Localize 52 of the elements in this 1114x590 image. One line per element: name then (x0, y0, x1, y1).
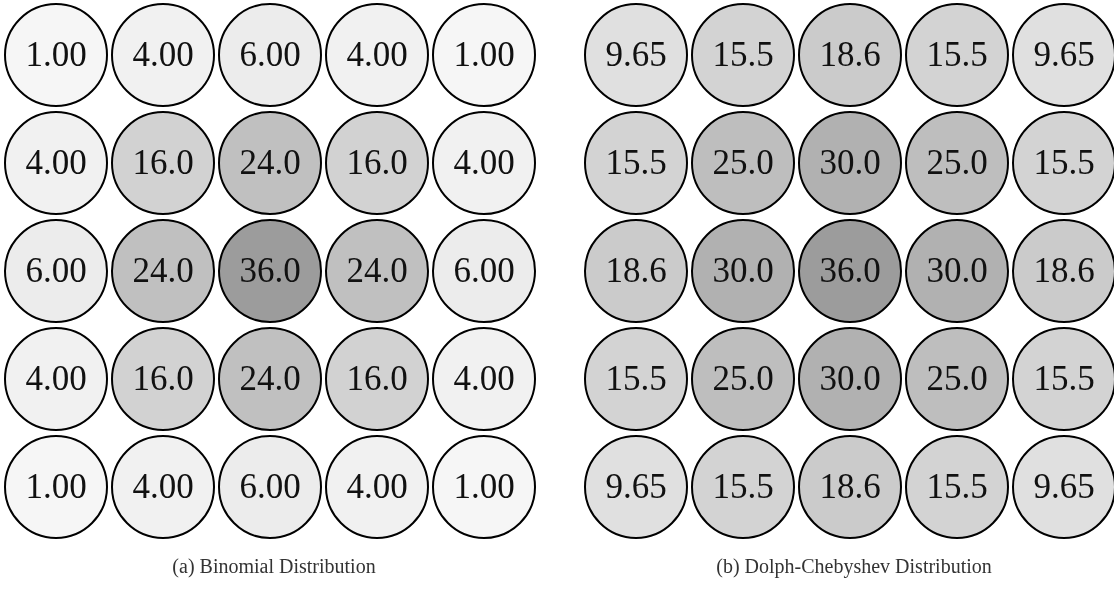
value-text: 4.00 (132, 35, 194, 75)
value-text: 4.00 (453, 143, 515, 183)
value-text: 18.6 (1033, 251, 1095, 291)
value-text: 9.65 (605, 35, 667, 75)
value-text: 25.0 (712, 143, 774, 183)
caption-text: (a) Binomial Distribution (172, 555, 376, 578)
caption-text: (b) Dolph-Chebyshev Distribution (716, 555, 992, 578)
value-text: 30.0 (926, 251, 988, 291)
value-text: 4.00 (346, 35, 408, 75)
value-text: 15.5 (1033, 143, 1095, 183)
value-text: 36.0 (239, 251, 301, 291)
value-text: 25.0 (926, 143, 988, 183)
value-text: 15.5 (1033, 359, 1095, 399)
value-text: 1.00 (25, 35, 87, 75)
value-text: 24.0 (239, 359, 301, 399)
value-text: 36.0 (819, 251, 881, 291)
value-text: 24.0 (346, 251, 408, 291)
value-text: 4.00 (25, 143, 87, 183)
value-text: 24.0 (239, 143, 301, 183)
value-text: 15.5 (926, 467, 988, 507)
value-text: 16.0 (346, 359, 408, 399)
value-text: 24.0 (132, 251, 194, 291)
value-text: 30.0 (819, 359, 881, 399)
value-text: 15.5 (926, 35, 988, 75)
value-text: 30.0 (712, 251, 774, 291)
value-text: 15.5 (605, 359, 667, 399)
value-text: 18.6 (605, 251, 667, 291)
value-text: 9.65 (1033, 467, 1095, 507)
value-text: 4.00 (132, 467, 194, 507)
value-text: 1.00 (453, 467, 515, 507)
value-text: 25.0 (712, 359, 774, 399)
value-text: 16.0 (132, 359, 194, 399)
value-text: 1.00 (453, 35, 515, 75)
value-text: 25.0 (926, 359, 988, 399)
value-text: 4.00 (346, 467, 408, 507)
value-text: 15.5 (605, 143, 667, 183)
value-text: 16.0 (346, 143, 408, 183)
value-text: 18.6 (819, 35, 881, 75)
value-text: 15.5 (712, 467, 774, 507)
value-text: 9.65 (605, 467, 667, 507)
value-text: 15.5 (712, 35, 774, 75)
value-text: 9.65 (1033, 35, 1095, 75)
value-text: 18.6 (819, 467, 881, 507)
value-text: 1.00 (25, 467, 87, 507)
value-text: 4.00 (453, 359, 515, 399)
value-text: 4.00 (25, 359, 87, 399)
value-text: 6.00 (239, 35, 301, 75)
value-text: 16.0 (132, 143, 194, 183)
value-text: 6.00 (239, 467, 301, 507)
value-text: 6.00 (25, 251, 87, 291)
value-text: 6.00 (453, 251, 515, 291)
value-text: 30.0 (819, 143, 881, 183)
